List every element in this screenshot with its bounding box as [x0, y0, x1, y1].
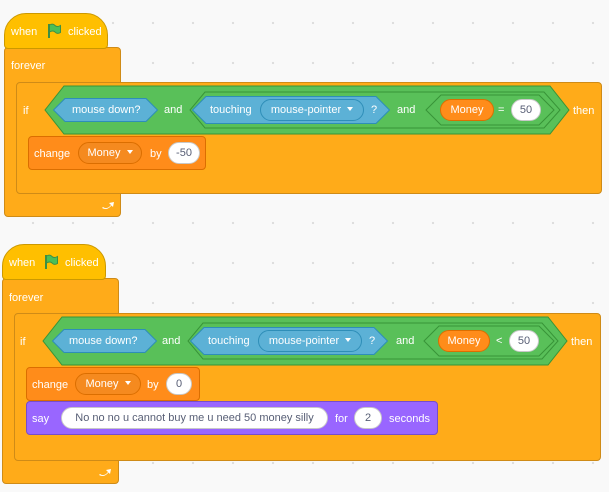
change-variable-value: Money	[87, 147, 121, 159]
change-variable-dropdown[interactable]: Money	[78, 142, 142, 164]
when-label: when	[9, 257, 36, 269]
dropdown-caret-icon	[345, 338, 352, 342]
loop-arrow-icon	[102, 202, 114, 210]
when-label: when	[11, 26, 38, 38]
mouse-down-label: mouse down?	[69, 335, 138, 347]
touching-target-dropdown[interactable]: mouse-pointer	[260, 99, 364, 121]
change-amount-input[interactable]: -50	[168, 142, 200, 164]
if-label: if	[20, 336, 26, 348]
touching-target-dropdown[interactable]: mouse-pointer	[258, 330, 362, 352]
and-label-2: and	[396, 335, 415, 347]
mouse-down-block[interactable]	[51, 329, 158, 353]
and-label-1: and	[162, 335, 181, 347]
forever-label: forever	[9, 292, 44, 304]
money-variable-reporter[interactable]: Money	[438, 330, 490, 352]
touching-question: ?	[369, 335, 376, 347]
dropdown-caret-icon	[126, 150, 133, 154]
seconds-label: seconds	[389, 413, 430, 425]
compare-value-input[interactable]: 50	[511, 99, 541, 121]
for-label: for	[335, 413, 348, 425]
touching-target-value: mouse-pointer	[268, 335, 340, 347]
touching-question: ?	[371, 104, 378, 116]
less-than-sign: <	[496, 335, 503, 347]
when-flag-clicked-block[interactable]: when clicked	[2, 244, 106, 280]
then-label: then	[571, 336, 593, 348]
forever-label: forever	[11, 60, 46, 72]
touching-label: touching	[210, 104, 252, 116]
dropdown-caret-icon	[347, 107, 354, 111]
if-label: if	[23, 105, 29, 117]
change-variable-dropdown[interactable]: Money	[75, 373, 141, 395]
compare-value-input[interactable]: 50	[509, 330, 539, 352]
say-label: say	[32, 413, 50, 425]
clicked-label: clicked	[65, 257, 99, 269]
and-label-2: and	[397, 104, 416, 116]
money-variable-reporter[interactable]: Money	[440, 99, 494, 121]
clicked-label: clicked	[68, 26, 102, 38]
dropdown-caret-icon	[124, 381, 131, 385]
and-label-1: and	[164, 104, 183, 116]
mouse-down-label: mouse down?	[72, 104, 141, 116]
change-label: change	[32, 379, 69, 391]
say-message-input[interactable]: No no no u cannot buy me u need 50 money…	[61, 407, 328, 429]
change-variable-value: Money	[85, 378, 119, 390]
when-flag-clicked-block[interactable]: when clicked	[4, 13, 108, 49]
green-flag-icon	[45, 254, 58, 269]
say-seconds-input[interactable]: 2	[354, 407, 382, 429]
green-flag-icon	[48, 23, 61, 38]
change-amount-input[interactable]: 0	[166, 373, 192, 395]
loop-arrow-icon	[99, 469, 111, 477]
touching-label: touching	[208, 335, 250, 347]
by-label: by	[150, 148, 162, 160]
by-label: by	[147, 379, 159, 391]
equals-sign: =	[498, 104, 505, 116]
touching-target-value: mouse-pointer	[270, 104, 342, 116]
then-label: then	[573, 105, 595, 117]
mouse-down-block[interactable]	[52, 98, 159, 122]
change-label: change	[34, 148, 71, 160]
